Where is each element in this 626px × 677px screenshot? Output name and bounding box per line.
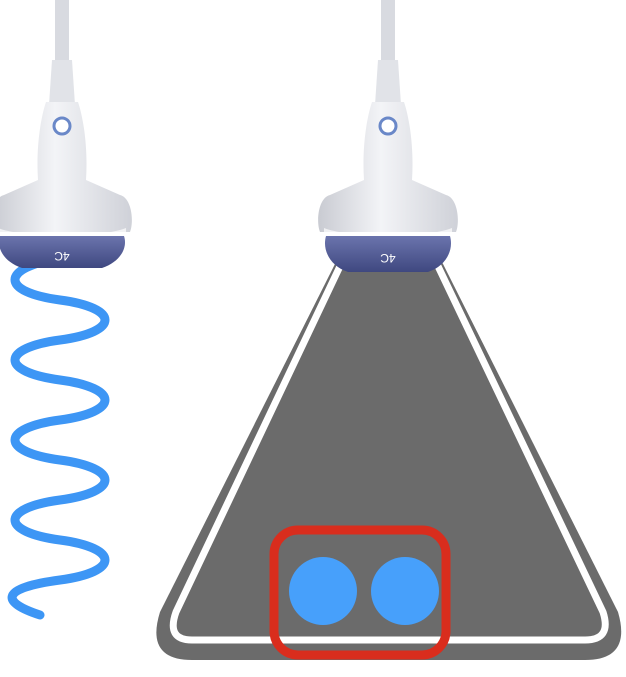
sound-wave-icon [12,258,105,615]
probe-label-right: 4C [380,251,396,265]
ge-logo-icon [380,118,396,134]
target-circle-right [371,557,439,625]
ultrasound-probe-icon-left: 4C [0,0,132,268]
probe-label-left: 4C [54,249,70,263]
ge-logo-icon [54,118,70,134]
ultrasound-probe-icon-right: 4C [318,0,458,272]
target-circle-left [289,557,357,625]
